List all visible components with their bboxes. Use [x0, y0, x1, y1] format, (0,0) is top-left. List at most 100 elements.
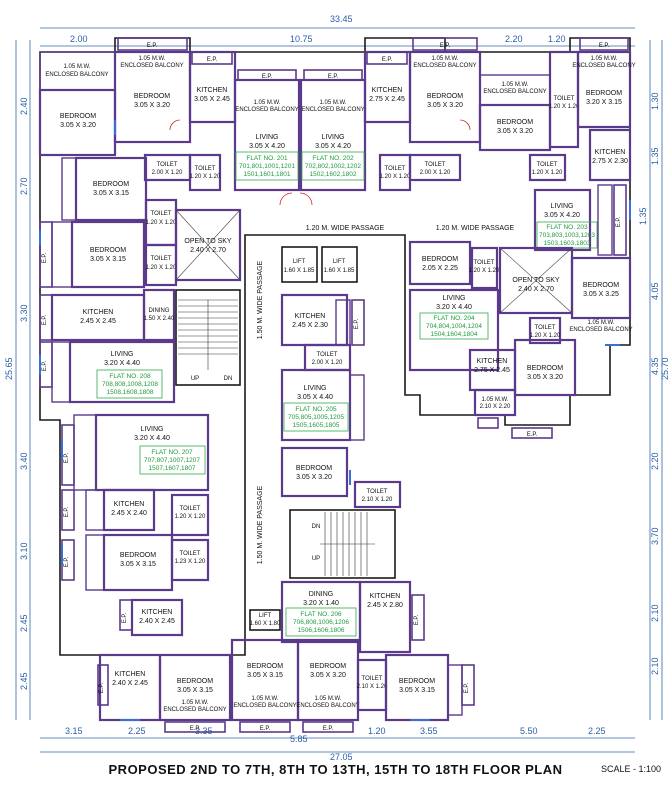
living-208: [68, 340, 176, 404]
toilet-203c: [528, 316, 562, 345]
kitchen-207c: [130, 598, 184, 637]
ep-206c: [461, 664, 475, 706]
toilet-207b-size: 1.23 X 1.20: [175, 559, 206, 565]
bal-201-l1: 1.05 M.W.: [63, 64, 90, 70]
flat-207-l1: 707,807,1007,1207: [144, 457, 200, 464]
kitchen-206-label: KITCHEN: [370, 593, 401, 600]
ep-208-b-label: E.P.: [42, 314, 48, 325]
bal-201b-l1: 1.05 M.W.: [138, 56, 165, 62]
ep-206-kit-label: E.P.: [414, 614, 420, 625]
ep-201-kit-label: E.P.: [207, 57, 218, 63]
living-205-size: 3.05 X 4.40: [297, 394, 333, 401]
flat-207-l2: 1507,1607,1807: [149, 465, 196, 472]
dim-left-1: 2.40: [19, 97, 29, 115]
ep-202-label: E.P.: [440, 43, 451, 49]
kitchen-207-label: KITCHEN: [114, 501, 145, 508]
windows: [39, 120, 631, 721]
toilet-208b-label: TOILET: [151, 256, 172, 262]
ep-207c: [164, 721, 226, 733]
stair-1-up: UP: [191, 376, 199, 382]
flat-201-l1: 701,801,1001,1201: [239, 163, 295, 170]
ots-2-label: OPEN TO SKY: [512, 277, 560, 284]
bedroom-203: [576, 50, 632, 129]
ep-206c-label: E.P.: [464, 682, 470, 693]
kitchen-207b-label: KITCHEN: [115, 671, 146, 678]
bedroom-207-label: BEDROOM: [120, 552, 156, 559]
kitchen-205: [280, 293, 349, 347]
flat-206-l2: 1506,1606,1806: [298, 627, 345, 634]
bedroom-206c-size: 3.05 X 3.15: [399, 687, 435, 694]
bal-202b-l2: ENCLOSED BALCONY: [413, 63, 476, 69]
ep-207c2-label: E.P.: [64, 556, 70, 567]
dim-top-2: 10.75: [290, 34, 313, 44]
bedroom-206b-size: 3.05 X 3.20: [310, 672, 346, 679]
bedroom-205-size: 3.05 X 3.20: [296, 474, 332, 481]
dim-top-3: 2.20: [505, 34, 523, 44]
kitchen-207c-label: KITCHEN: [142, 609, 173, 616]
balcony-207a: [73, 414, 97, 491]
flat-203-l2: 1503,1603,1803: [544, 240, 591, 247]
bal-202c-l2: ENCLOSED BALCONY: [301, 107, 364, 113]
toilet-205-label: TOILET: [317, 352, 338, 358]
bedroom-207c-size: 3.05 X 3.15: [177, 687, 213, 694]
lift-1: [281, 246, 318, 283]
lift-3-label: LIFT: [259, 613, 272, 619]
dim-top-4: 1.20: [548, 34, 566, 44]
balcony-207c: [85, 534, 105, 591]
ep-203-liv: [613, 184, 627, 256]
bal-203b-l2: ENCLOSED BALCONY: [569, 327, 632, 333]
lift-3-size: 1.60 X 1.80: [250, 621, 281, 627]
bedroom-208b-size: 3.05 X 3.15: [93, 190, 129, 197]
bal-206b-l2: ENCLOSED BALCONY: [296, 703, 359, 709]
dim-left-7: 2.45: [19, 672, 29, 690]
toilet-201a-label: TOILET: [157, 162, 178, 168]
flat-202-name: FLAT NO. 202: [312, 155, 354, 162]
balcony-203: [597, 184, 613, 256]
bal-202b-l1: 1.05 M.W.: [431, 56, 458, 62]
dim-bottom-7: 2.25: [588, 726, 606, 736]
toilet-202a-size: 1.20 X 1.20: [380, 174, 411, 180]
dining-206-label: DINING: [309, 591, 334, 598]
dim-left-3: 3.30: [19, 304, 29, 322]
bal-203-l1: 1.05 M.W.: [590, 56, 617, 62]
kitchen-201-label: KITCHEN: [197, 87, 228, 94]
kitchen-201-size: 3.05 X 2.45: [194, 96, 230, 103]
dining-208-label: DINING: [149, 308, 170, 314]
living-201-label: LIVING: [256, 134, 279, 141]
kitchen-206-size: 2.45 X 2.80: [367, 602, 403, 609]
kitchen-206: [358, 580, 412, 654]
stair-2-up: UP: [312, 556, 320, 562]
flat-202-box: [301, 151, 365, 181]
dim-right-5: 2.20: [650, 452, 660, 470]
flat-205-l1: 705,805,1005,1205: [288, 414, 344, 421]
kitchen-208-size: 2.45 X 2.45: [80, 318, 116, 325]
flat-208-l1: 708,808,1008,1208: [102, 381, 158, 388]
bedroom-201-size: 3.05 X 3.20: [134, 102, 170, 109]
dim-right-7: 2.10: [650, 604, 660, 622]
ep-201-kit: [191, 51, 233, 65]
toilet-206a-label: TOILET: [367, 489, 388, 495]
ep-201-liv: [237, 69, 297, 81]
balcony-208-v: [61, 157, 77, 221]
toilet-207a-label: TOILET: [180, 506, 201, 512]
toilet-206a: [353, 480, 402, 509]
toilet-204a-size: 1.20 X 1.20: [469, 268, 500, 274]
bal-201c-l1: 1.05 M.W.: [253, 100, 280, 106]
dim-left-total: 25.65: [4, 357, 14, 380]
bedroom-204: [408, 240, 472, 286]
bedroom-203b: [570, 256, 632, 320]
plan-scale: SCALE - 1:100: [600, 764, 661, 774]
toilet-202a-label: TOILET: [385, 166, 406, 172]
kitchen-207: [102, 488, 156, 532]
balcony-207b: [85, 489, 105, 531]
bedroom-203b-size: 3.05 X 3.25: [583, 291, 619, 298]
bedroom-203-size: 3.20 X 3.15: [586, 99, 622, 106]
kitchen-205-size: 2.45 X 2.30: [292, 322, 328, 329]
flat-202-l1: 702,802,1002,1202: [305, 163, 361, 170]
bal-202-l2: ENCLOSED BALCONY: [483, 89, 546, 95]
ep-201-top: [117, 37, 188, 51]
passage-h-1: 1.20 M. WIDE PASSAGE: [306, 225, 385, 232]
ep-206b: [302, 721, 354, 733]
ep-204b-label: E.P.: [527, 432, 538, 438]
staircase-1: [175, 289, 241, 386]
